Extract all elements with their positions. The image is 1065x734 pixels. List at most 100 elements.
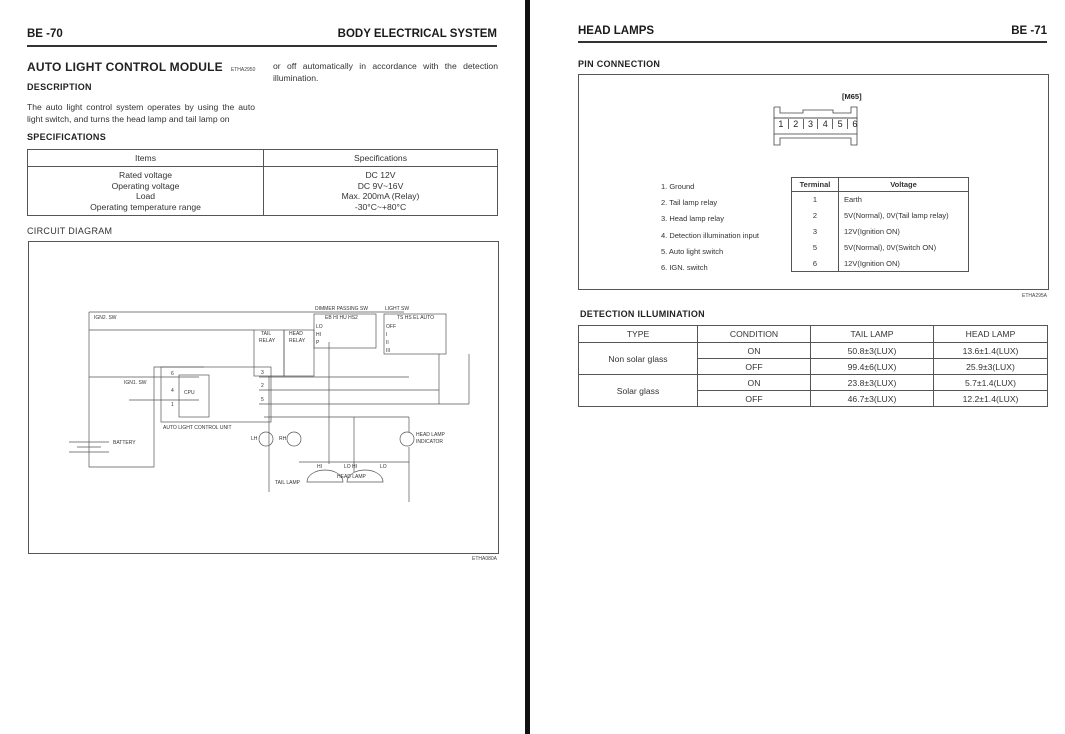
spec-header-items: Items bbox=[27, 149, 264, 167]
spec-table: Items Specifications Rated voltage Opera… bbox=[27, 149, 498, 216]
tail-lamp-lh-icon bbox=[258, 431, 274, 447]
circuit-heading: CIRCUIT DIAGRAM bbox=[27, 226, 113, 236]
spec-value: DC 12V bbox=[365, 170, 396, 180]
spec-items-cell: Rated voltage Operating voltage Load Ope… bbox=[27, 166, 264, 216]
condition-cell: OFF bbox=[697, 390, 811, 407]
dimmer-switch-table bbox=[313, 313, 377, 349]
pin-label: 1 bbox=[171, 402, 174, 408]
connector-pin: 4 bbox=[818, 119, 834, 129]
light-row: OFF bbox=[386, 324, 396, 330]
spec-header-specs: Specifications bbox=[263, 149, 498, 167]
label-lo-hi: LO HI bbox=[344, 464, 358, 470]
head-relay-box bbox=[283, 329, 315, 377]
condition-cell: ON bbox=[697, 342, 811, 359]
cpu-box bbox=[178, 374, 210, 418]
pin-label: 6 bbox=[171, 371, 174, 377]
tail-lamp-rh-icon bbox=[286, 431, 302, 447]
label-head-relay: RELAY bbox=[289, 338, 306, 344]
dimmer-col: HS2 bbox=[348, 315, 358, 321]
type-cell: Solar glass bbox=[578, 374, 698, 407]
pin-heading: PIN CONNECTION bbox=[578, 59, 661, 69]
light-switch-table bbox=[383, 313, 447, 355]
voltage-cell: 5V(Normal), 0V(Switch ON) bbox=[838, 239, 969, 256]
connector-pin: 5 bbox=[833, 119, 848, 129]
tail-lamp-cell: 46.7±3(LUX) bbox=[810, 390, 934, 407]
light-col: AUTO bbox=[420, 315, 434, 321]
detection-header: TAIL LAMP bbox=[810, 325, 934, 343]
pin-connection-box: [M65] 1 2 3 4 5 6 1. Ground 2. Tail lamp… bbox=[578, 74, 1049, 290]
tail-lamp-cell: 99.4±6(LUX) bbox=[810, 358, 934, 375]
pin-list-item: 3. Head lamp relay bbox=[661, 214, 724, 224]
pin-label: 3 bbox=[261, 370, 264, 376]
control-unit-box bbox=[160, 366, 272, 423]
circuit-labels: IGN2. SW IGN1. SW BATTERY CPU AUTO LIGHT… bbox=[29, 242, 498, 553]
light-cols: TS HS EL AUTO bbox=[397, 315, 434, 321]
pin-list: 1. Ground 2. Tail lamp relay 3. Head lam… bbox=[661, 179, 759, 276]
pin-label: 4 bbox=[171, 388, 174, 394]
head-lamp-cell: 13.6±1.4(LUX) bbox=[933, 342, 1048, 359]
module-title-row: AUTO LIGHT CONTROL MODULE ETHA2950 bbox=[27, 60, 255, 74]
dimmer-col: HU bbox=[339, 315, 347, 321]
header-rule bbox=[578, 41, 1047, 43]
description-text: The auto light control system operates b… bbox=[27, 102, 255, 124]
condition-cell: OFF bbox=[697, 358, 811, 375]
indicator-lamp-icon bbox=[399, 431, 415, 447]
section-title-left: BODY ELECTRICAL SYSTEM bbox=[337, 28, 497, 40]
condition-cell: ON bbox=[697, 374, 811, 391]
specifications-heading: SPECIFICATIONS bbox=[27, 132, 107, 142]
tail-lamp-cell: 23.8±3(LUX) bbox=[810, 374, 934, 391]
terminal-header: Terminal bbox=[791, 177, 839, 192]
connector-pins: 1 2 3 4 5 6 bbox=[774, 119, 862, 129]
pin-list-item: 2. Tail lamp relay bbox=[661, 198, 718, 208]
label-ign1: IGN1. SW bbox=[124, 380, 147, 386]
dimmer-col: EB bbox=[325, 315, 332, 321]
light-col: EL bbox=[413, 315, 420, 321]
connector-pin: 3 bbox=[804, 119, 819, 129]
dimmer-row: HI bbox=[316, 332, 321, 338]
light-row: II bbox=[386, 340, 389, 346]
voltage-header: Voltage bbox=[838, 177, 969, 192]
detection-header: TYPE bbox=[578, 325, 698, 343]
label-battery: BATTERY bbox=[113, 440, 136, 446]
detection-header: CONDITION bbox=[697, 325, 811, 343]
dimmer-row: LO bbox=[316, 324, 323, 330]
pin-list-item: 1. Ground bbox=[661, 182, 695, 191]
spec-values-cell: DC 12V DC 9V~16V Max. 200mA (Relay) -30°… bbox=[263, 166, 498, 216]
circuit-diagram-box: IGN2. SW IGN1. SW BATTERY CPU AUTO LIGHT… bbox=[28, 241, 499, 554]
head-lamp-cell: 12.2±1.4(LUX) bbox=[933, 390, 1048, 407]
connector-pin: 6 bbox=[852, 119, 858, 129]
terminal-cell: 2 bbox=[791, 207, 839, 224]
page-divider bbox=[525, 0, 530, 734]
pin-code: ETHA295A bbox=[1021, 293, 1047, 299]
head-lamp-rh-icon bbox=[346, 469, 384, 483]
spec-item: Rated voltage bbox=[118, 170, 173, 180]
pin-list-item: 6. IGN. switch bbox=[661, 263, 708, 273]
light-col: TS bbox=[397, 315, 404, 321]
section-title-right: HEAD LAMPS bbox=[578, 25, 655, 37]
pin-label: 5 bbox=[261, 397, 264, 403]
label-rh: RH bbox=[279, 436, 287, 442]
label-tail-relay: RELAY bbox=[259, 338, 276, 344]
label-indicator: INDICATOR bbox=[416, 439, 444, 445]
spec-item: Operating temperature range bbox=[90, 201, 201, 212]
connector-icon bbox=[773, 106, 858, 146]
head-lamp-cell: 25.9±3(LUX) bbox=[933, 358, 1048, 375]
dimmer-cols: EB HI HU HS2 bbox=[325, 315, 358, 321]
head-lamp-lh-icon bbox=[306, 469, 344, 483]
tail-lamp-cell: 50.8±3(LUX) bbox=[810, 342, 934, 359]
spec-item: Operating voltage bbox=[111, 180, 180, 191]
connector-pin: 1 bbox=[774, 119, 789, 129]
light-row: III bbox=[386, 348, 391, 354]
label-cpu: CPU bbox=[184, 390, 195, 396]
label-dimmer-switch: DIMMER PASSING SW bbox=[315, 306, 368, 312]
terminal-cell: 5 bbox=[791, 239, 839, 256]
label-control-unit: AUTO LIGHT CONTROL UNIT bbox=[163, 425, 232, 431]
description-continued: or off automatically in accordance with … bbox=[273, 61, 498, 83]
terminal-cell: 3 bbox=[791, 223, 839, 240]
connector-pin: 2 bbox=[789, 119, 804, 129]
detection-table: TYPE CONDITION TAIL LAMP HEAD LAMP Non s… bbox=[578, 325, 1048, 407]
head-lamp-cell: 5.7±1.4(LUX) bbox=[933, 374, 1048, 391]
voltage-cell: 12V(Ignition ON) bbox=[838, 223, 969, 240]
terminal-cell: 1 bbox=[791, 191, 839, 208]
